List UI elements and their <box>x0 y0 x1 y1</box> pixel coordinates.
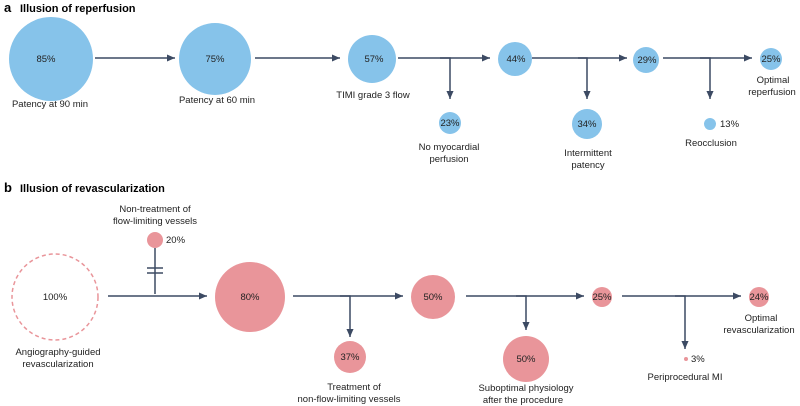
value-b-50b: 50% <box>516 354 536 365</box>
circle-b-20 <box>147 232 163 248</box>
branch-arrow-a-1 <box>440 57 454 99</box>
panel-b-circles <box>147 232 769 382</box>
circle-b-37 <box>334 341 366 373</box>
branch-arrow-b-2 <box>516 295 530 330</box>
caption-a-nomyo-1: No myocardial <box>419 142 480 153</box>
value-b-24: 24% <box>749 292 769 303</box>
circle-a-13 <box>704 118 716 130</box>
caption-b-nonflow-1: Treatment of <box>327 382 381 393</box>
panel-b-letter: b <box>4 180 12 195</box>
circle-a-44 <box>498 42 532 76</box>
caption-a-nomyo-2: perfusion <box>429 154 468 165</box>
value-b-25: 25% <box>592 292 612 303</box>
panel-a-circles <box>9 17 782 139</box>
value-a-13: 13% <box>720 119 740 130</box>
branch-arrow-b-3 <box>675 295 689 349</box>
caption-a-optimal-1: Optimal <box>757 75 790 86</box>
panel-b-title: Illusion of revascularization <box>20 183 165 195</box>
value-a-85: 85% <box>36 54 56 65</box>
caption-b-optimal-1: Optimal <box>745 313 778 324</box>
caption-b-angio-1: Angiography-guided <box>15 347 100 358</box>
branch-arrow-a-3 <box>700 57 714 99</box>
value-a-57: 57% <box>364 54 384 65</box>
value-a-29: 29% <box>637 55 657 66</box>
value-a-34: 34% <box>577 119 597 130</box>
caption-b-angio-2: revascularization <box>22 359 93 370</box>
value-a-44: 44% <box>506 54 526 65</box>
caption-a-intermittent-1: Intermittent <box>564 148 612 159</box>
panel-a-letter: a <box>4 0 12 15</box>
caption-b-nontreat-2: flow-limiting vessels <box>113 216 197 227</box>
branch-arrow-b-1 <box>340 295 354 337</box>
value-b-80: 80% <box>240 292 260 303</box>
caption-a-timi: TIMI grade 3 flow <box>336 90 410 101</box>
circle-a-29 <box>633 47 659 73</box>
circle-b-50b <box>503 336 549 382</box>
circle-b-80 <box>215 262 285 332</box>
caption-b-nontreat-1: Non-treatment of <box>119 204 191 215</box>
circle-b-24 <box>749 287 769 307</box>
caption-b-periproc: Periprocedural MI <box>648 372 723 383</box>
panel-a-arrows <box>95 54 752 99</box>
circle-a-34 <box>572 109 602 139</box>
panel-a-title: Illusion of reperfusion <box>20 3 136 15</box>
caption-a-optimal-2: reperfusion <box>748 87 796 98</box>
branch-arrow-a-2 <box>578 57 591 99</box>
circle-a-57 <box>348 35 396 83</box>
value-b-100: 100% <box>43 292 68 303</box>
caption-b-subopt-2: after the procedure <box>483 395 563 406</box>
caption-a-60min: Patency at 60 min <box>179 95 255 106</box>
circle-b-100 <box>11 253 99 341</box>
circle-a-23 <box>439 112 461 134</box>
panel-b-arrows <box>108 248 741 349</box>
caption-b-subopt-1: Suboptimal physiology <box>478 383 573 394</box>
value-a-25: 25% <box>761 54 781 65</box>
caption-a-90min: Patency at 90 min <box>12 99 88 110</box>
circle-b-25 <box>592 287 612 307</box>
caption-b-nonflow-2: non-flow-limiting vessels <box>298 394 401 405</box>
caption-b-optimal-2: revascularization <box>723 325 794 336</box>
caption-a-reocclusion: Reocclusion <box>685 138 737 149</box>
value-b-50a: 50% <box>423 292 443 303</box>
circle-a-25 <box>760 48 782 70</box>
value-b-3: 3% <box>691 354 705 365</box>
circle-a-75 <box>179 23 251 95</box>
circle-a-85 <box>9 17 93 101</box>
circle-b-3 <box>684 357 688 361</box>
circle-b-50a <box>411 275 455 319</box>
caption-a-intermittent-2: patency <box>571 160 605 171</box>
value-a-23: 23% <box>440 118 460 129</box>
value-b-37: 37% <box>340 352 360 363</box>
value-b-20: 20% <box>166 235 186 246</box>
value-a-75: 75% <box>205 54 225 65</box>
